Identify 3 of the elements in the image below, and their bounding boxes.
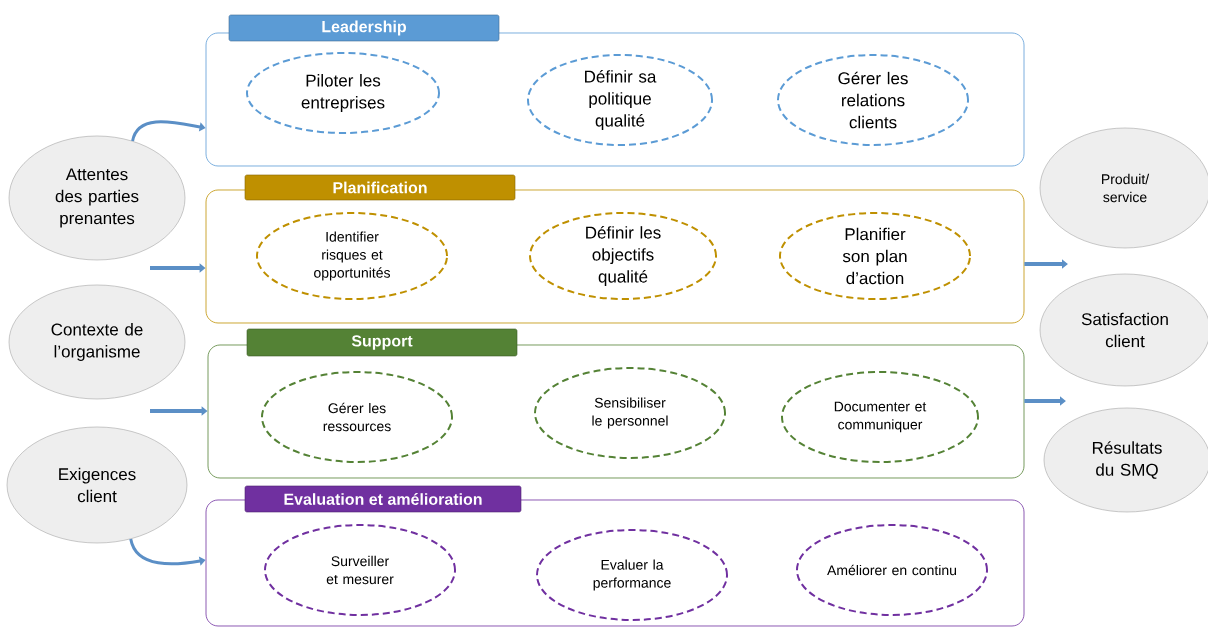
node-label: Leadership xyxy=(322,20,407,36)
arrow xyxy=(129,538,206,566)
arrow xyxy=(131,120,206,142)
